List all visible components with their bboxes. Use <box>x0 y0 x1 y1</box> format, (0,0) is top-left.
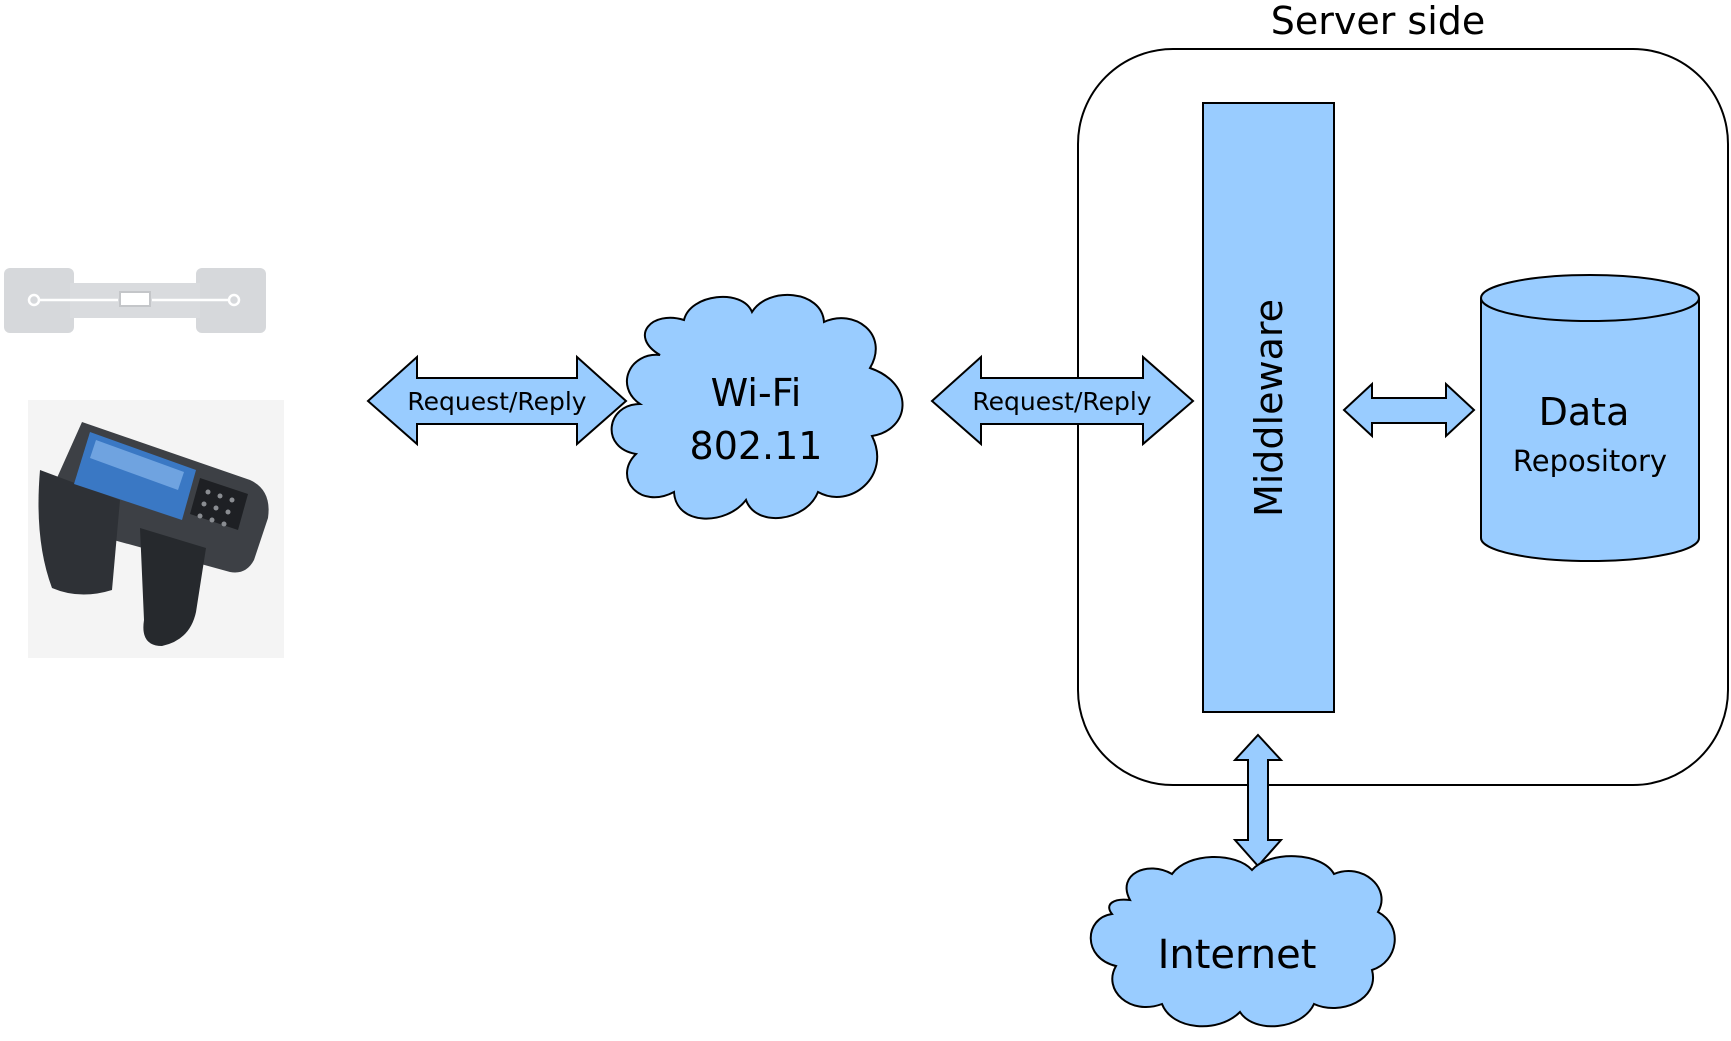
server-side-title: Server side <box>1271 0 1486 43</box>
middleware-repository-arrow <box>1342 381 1476 439</box>
data-repository-sublabel: Repository <box>1513 444 1667 478</box>
internet-cloud: Internet <box>1089 855 1396 1028</box>
request-reply-arrow-left: Request/Reply <box>366 354 628 447</box>
wifi-cloud: Wi-Fi 802.11 <box>610 293 904 520</box>
internet-label: Internet <box>1158 932 1317 978</box>
request-reply-label-left: Request/Reply <box>407 387 586 416</box>
wifi-label: Wi-Fi <box>711 371 802 415</box>
rfid-tag-icon <box>4 268 266 333</box>
middleware-box <box>1202 102 1335 713</box>
handheld-rfid-reader-icon <box>28 400 284 658</box>
middleware-label: Middleware <box>1247 299 1291 517</box>
wifi-standard-label: 802.11 <box>690 424 823 468</box>
data-repository-cylinder: Data Repository <box>1480 274 1700 562</box>
request-reply-label-right: Request/Reply <box>972 387 1151 416</box>
middleware-internet-arrow <box>1232 733 1284 868</box>
request-reply-arrow-right: Request/Reply <box>930 354 1195 447</box>
data-repository-label: Data <box>1539 390 1630 434</box>
